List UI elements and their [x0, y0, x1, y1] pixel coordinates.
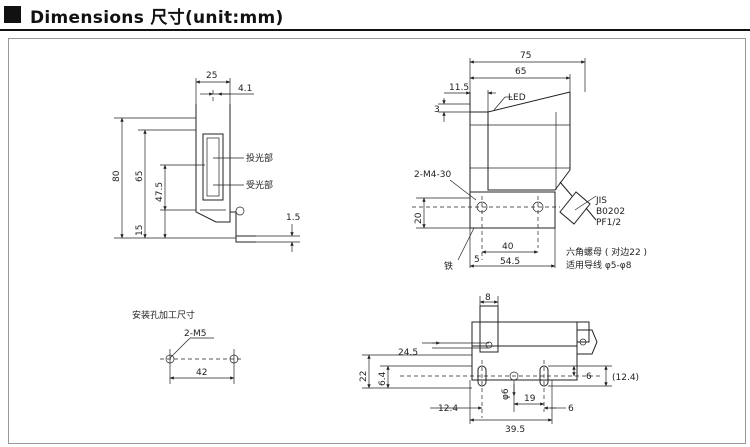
header: Dimensions 尺寸(unit:mm) [0, 0, 750, 31]
dim-75: 75 [520, 51, 531, 61]
dim-22: 22 [359, 371, 369, 382]
mount-holes-label: 2-M5 [184, 329, 206, 339]
mount-spacing: 42 [196, 368, 207, 378]
page-title: Dimensions 尺寸(unit:mm) [30, 8, 284, 28]
mount-title: 安装孔加工尺寸 [132, 309, 195, 321]
dim-6-4: 6.4 [378, 371, 388, 386]
label-screw: 2-M4-30 [414, 170, 451, 180]
dim-40: 40 [502, 242, 514, 252]
dim-65-side: 65 [515, 67, 526, 77]
dim-1-5: 1.5 [286, 213, 300, 223]
bracket-tab [479, 305, 499, 353]
dim-11-5: 11.5 [449, 83, 469, 93]
dim-24-5: 24.5 [398, 348, 418, 358]
mount-holes-view: 安装孔加工尺寸 2-M5 42 [132, 309, 244, 384]
label-b0202: B0202 [596, 207, 625, 217]
label-hexnut: 六角螺母 ( 对边22 ) [566, 246, 647, 258]
label-jis: JIS [595, 196, 607, 206]
dim-6-bottom: 6 [568, 404, 574, 414]
dim-19: 19 [524, 394, 536, 404]
label-led: LED [508, 93, 526, 103]
front-body [195, 104, 231, 223]
header-divider [0, 29, 750, 31]
lens-window [202, 133, 224, 201]
dim-12-4: 12.4 [438, 404, 458, 414]
dim-80: 80 [112, 170, 122, 182]
dim-3: 3 [434, 105, 440, 115]
side-view: 75 65 11.5 3 20 40 54.5 5 LED 2-M4-30 铁 … [412, 51, 647, 272]
lens-inner [206, 137, 220, 197]
label-wire: 适用导线 φ5-φ8 [566, 259, 632, 271]
label-receiver: 受光部 [246, 179, 273, 191]
drawing-frame [8, 38, 746, 444]
label-iron: 铁 [444, 260, 453, 272]
dim-65: 65 [135, 171, 145, 182]
dim-4-1: 4.1 [238, 84, 252, 94]
dim-5: 5 [474, 255, 480, 265]
label-pf: PF1/2 [596, 218, 621, 228]
dim-12-4-ref: (12.4) [612, 373, 639, 383]
dim-20: 20 [414, 212, 424, 224]
header-square-icon [4, 6, 21, 23]
bottom-view: 8 24.5 22 6.4 6 (12.4) φ6 19 6 12.4 39.5 [359, 293, 639, 435]
side-top [469, 91, 571, 192]
dim-47-5: 47.5 [155, 182, 165, 202]
dim-15: 15 [135, 225, 145, 236]
label-emitter: 投光部 [246, 152, 273, 164]
dim-6-right: 6 [586, 372, 592, 382]
front-view: 25 4.1 80 65 47.5 15 1.5 投光部 受光部 [112, 71, 300, 252]
dim-phi-6: φ6 [501, 388, 511, 400]
side-body [487, 92, 571, 191]
dim-39-5: 39.5 [505, 425, 525, 435]
dim-8: 8 [485, 293, 491, 303]
bottom-plate [471, 345, 578, 381]
dim-25: 25 [206, 71, 217, 81]
mount-screw-icon [235, 206, 245, 216]
dim-54-5: 54.5 [500, 257, 520, 267]
cable-gland [559, 191, 591, 225]
